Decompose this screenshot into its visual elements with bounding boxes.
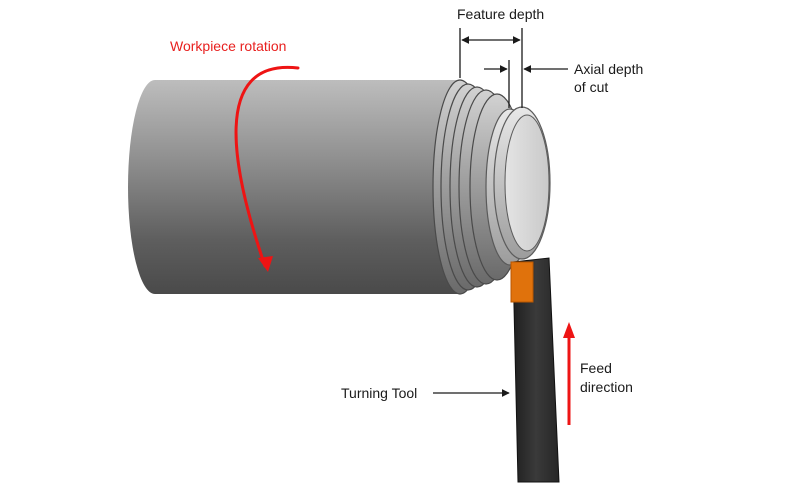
axial-depth-label-line2: of cut: [574, 79, 609, 95]
feature-depth-dimension: [459, 28, 523, 108]
turning-tool-label: Turning Tool: [341, 385, 418, 401]
feed-direction-label-line1: Feed: [580, 360, 612, 376]
feed-direction-label-line2: direction: [580, 379, 633, 395]
rotation-arrow-curve: [234, 65, 300, 268]
turning-tool: [510, 257, 560, 483]
tool-shank: [512, 257, 560, 483]
rotation-arrow: [234, 65, 300, 272]
tool-insert: [510, 261, 534, 303]
feed-direction-arrow: [563, 322, 575, 425]
workpiece-body: [128, 80, 460, 294]
feature-depth-label: Feature depth: [457, 6, 545, 22]
axial-depth-dimension: [484, 60, 568, 108]
axial-depth-label-line1: Axial depth: [574, 61, 644, 77]
feed-arrow-head: [563, 322, 575, 338]
rotation-arrow-head: [258, 256, 273, 272]
workpiece: [128, 79, 488, 295]
workpiece-rotation-label: Workpiece rotation: [170, 38, 287, 54]
end-face: [504, 114, 550, 252]
cut-end-face: [493, 106, 551, 260]
